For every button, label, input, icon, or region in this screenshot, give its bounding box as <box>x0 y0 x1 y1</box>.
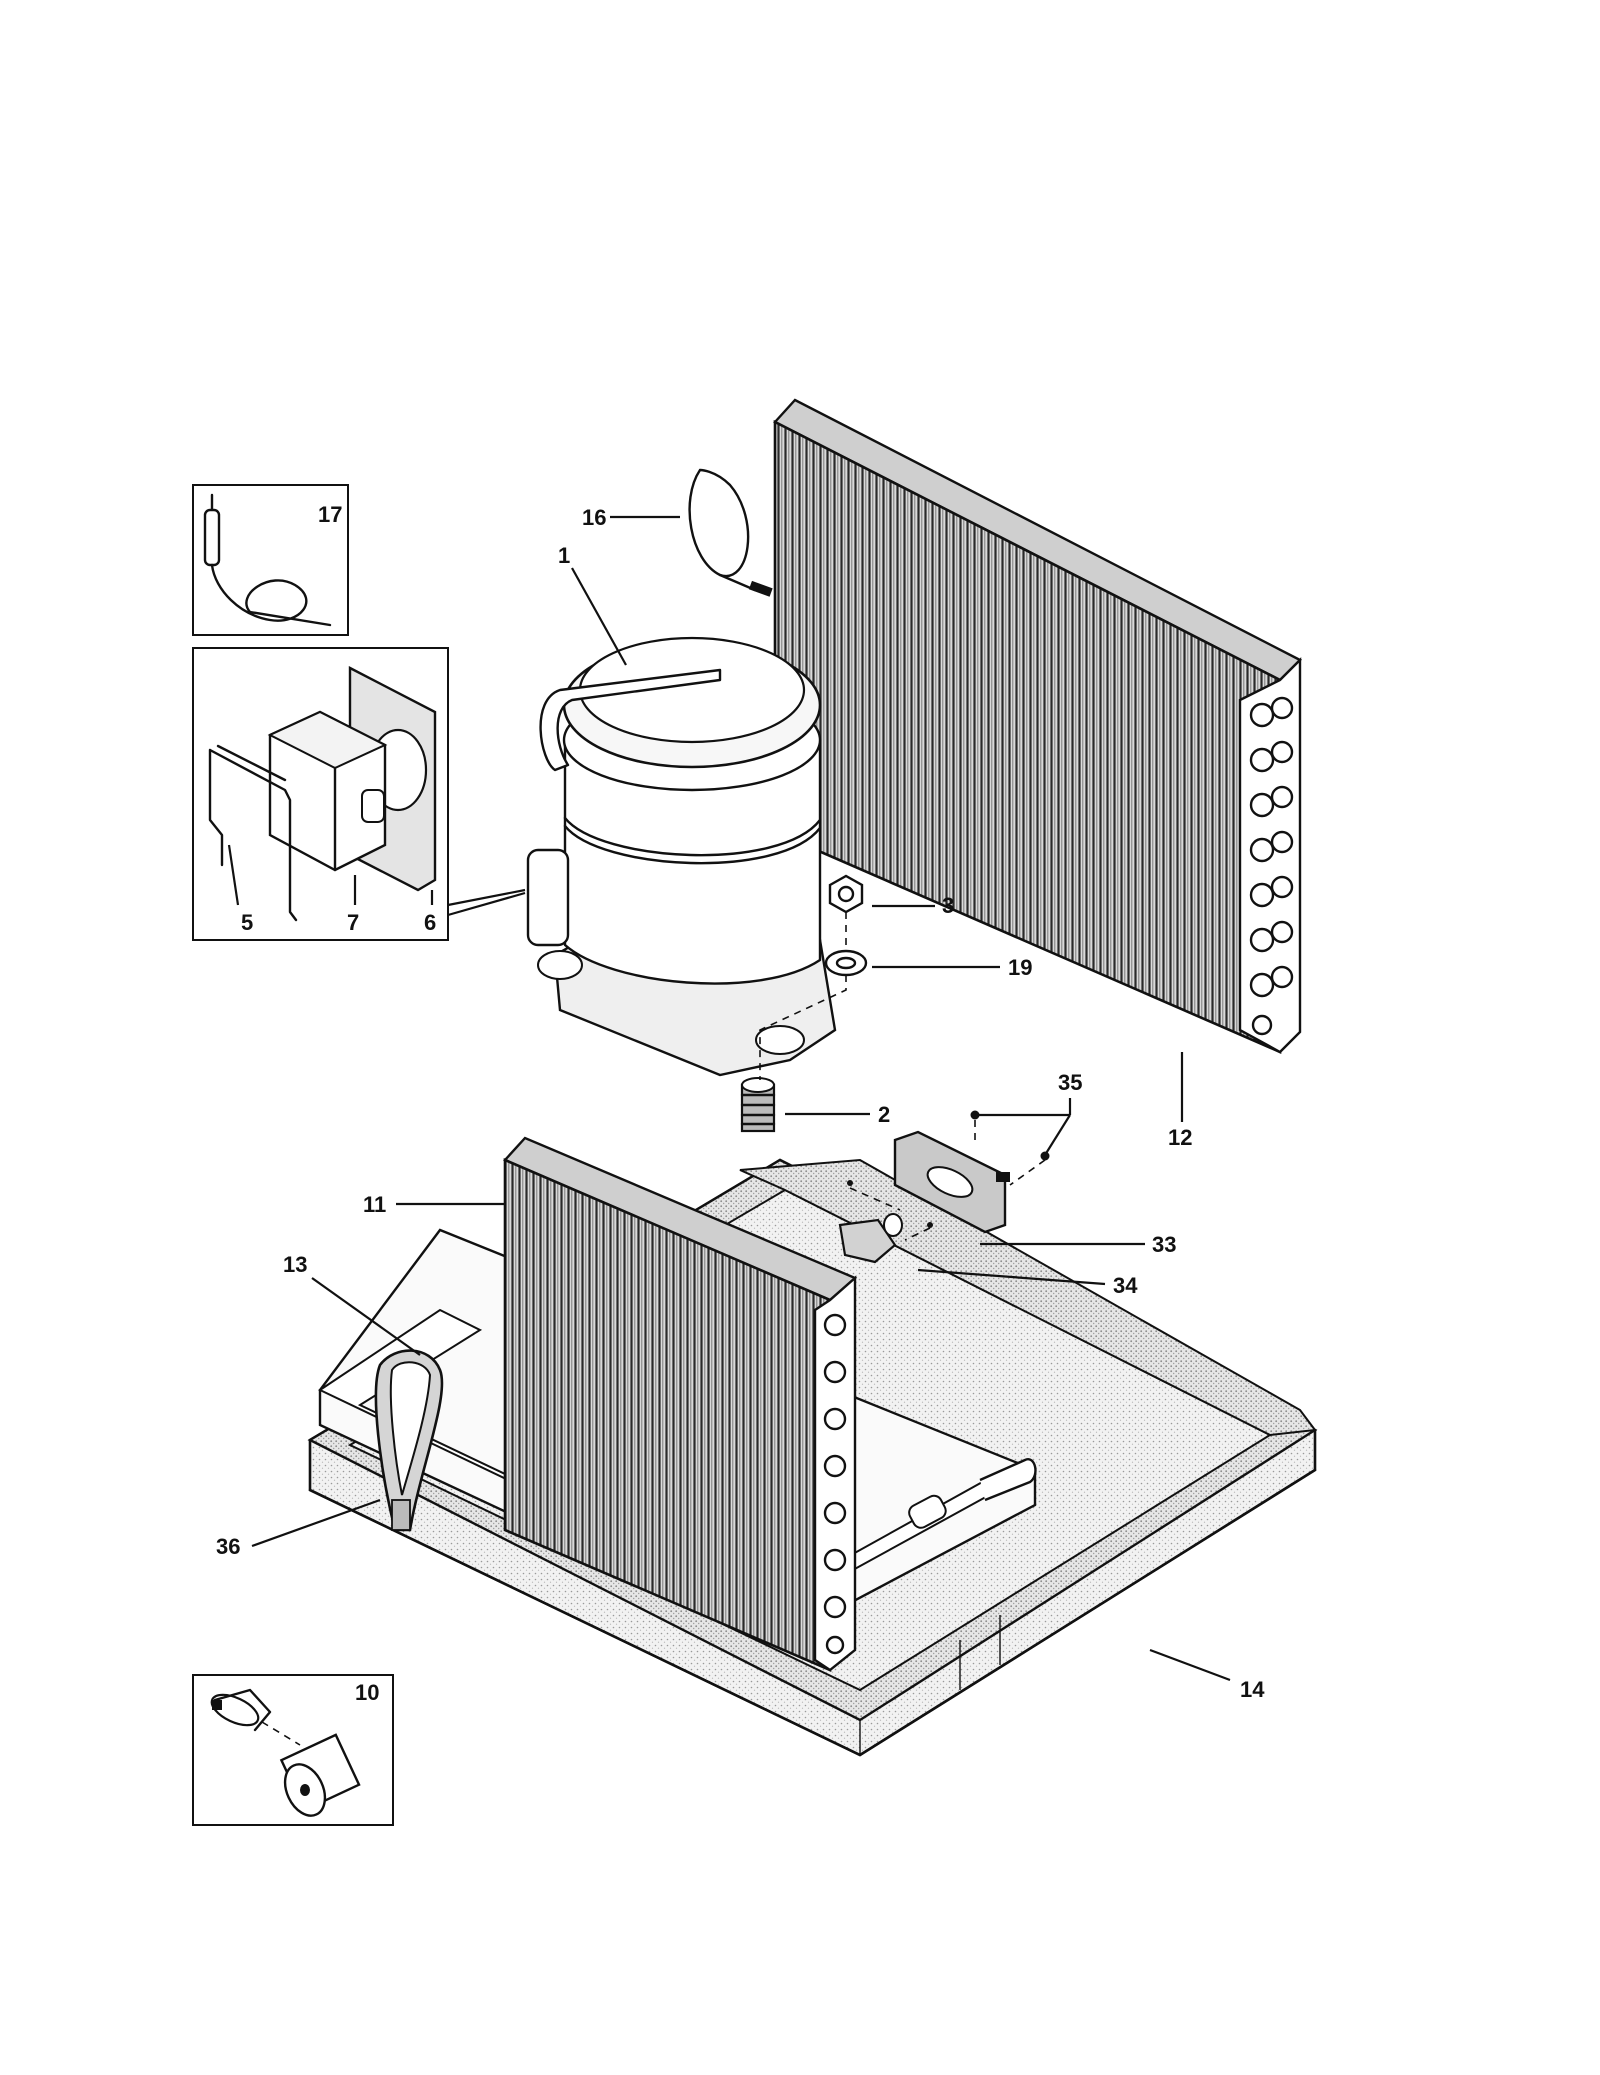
callout-3: 3 <box>942 893 954 918</box>
callout-17: 17 <box>318 502 342 527</box>
capacitor <box>279 1733 361 1817</box>
callout-16: 16 <box>582 505 606 530</box>
clip-bracket <box>838 1213 903 1264</box>
thermistor-wire <box>688 468 773 597</box>
callout-19: 19 <box>1008 955 1032 980</box>
evaporator-coil <box>502 1136 858 1672</box>
callout-36: 36 <box>216 1534 240 1559</box>
callout-10: 10 <box>355 1680 379 1705</box>
inset-overload-assembly <box>192 647 449 941</box>
evaporator-tube-ends <box>823 1313 847 1655</box>
callout-5: 5 <box>241 910 253 935</box>
compressor <box>526 636 837 1077</box>
callout-14: 14 <box>1240 1677 1265 1702</box>
strap <box>374 1349 444 1532</box>
mounting-bracket <box>893 1130 1010 1234</box>
callout-35: 35 <box>1058 1070 1082 1095</box>
screws <box>847 1110 1050 1228</box>
callout-13: 13 <box>283 1252 307 1277</box>
callout-6: 6 <box>424 910 436 935</box>
assembly-path <box>759 912 847 1080</box>
inset-thermostat-sensor <box>192 484 349 636</box>
nut <box>828 874 864 914</box>
callout-1: 1 <box>558 543 570 568</box>
callout-34: 34 <box>1113 1273 1138 1298</box>
washer <box>824 949 868 977</box>
callout-labels: 1 2 3 5 6 7 10 11 12 13 14 16 17 19 33 3… <box>216 502 1265 1705</box>
callout-12: 12 <box>1168 1125 1192 1150</box>
mounting-grommet <box>740 1077 776 1133</box>
leader-lines <box>227 515 1231 1682</box>
inset-capacitor-clamp <box>192 1674 394 1826</box>
callout-11: 11 <box>363 1192 386 1217</box>
callout-33: 33 <box>1152 1232 1176 1257</box>
coil-tube-ends <box>1249 696 1294 1036</box>
callout-2: 2 <box>878 1102 890 1127</box>
condenser-coil <box>773 398 1303 1054</box>
callout-7: 7 <box>347 910 359 935</box>
